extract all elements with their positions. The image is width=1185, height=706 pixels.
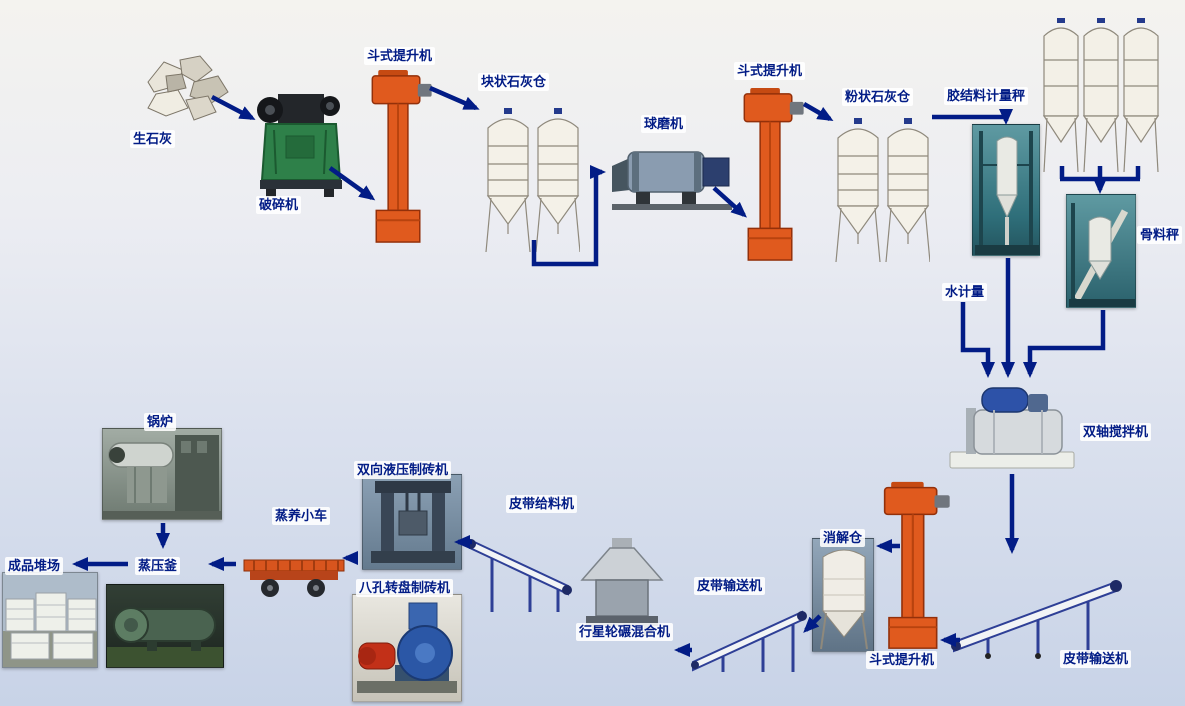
- label-twin-shaft-mixer: 双轴搅拌机: [1080, 423, 1152, 442]
- label-belt-feeder: 皮带给料机: [506, 495, 578, 514]
- planetary-mixer-illustration: [572, 536, 672, 643]
- belt-feeder-illustration: [462, 512, 577, 622]
- lump-lime-silos-illustration: [484, 106, 581, 263]
- label-bucket-elevator-3: 斗式提升机: [866, 651, 938, 670]
- label-water-meter: 水计量: [942, 283, 988, 302]
- boiler-photo: [102, 428, 222, 520]
- label-digestion-silo: 消解仓: [820, 529, 866, 548]
- label-planetary-mixer: 行星轮碾混合机: [576, 623, 674, 642]
- aggregate-scale-photo: [1066, 194, 1136, 308]
- product-yard-photo: [2, 572, 98, 668]
- rotary-brick-machine-photo: [352, 594, 462, 702]
- hydraulic-brick-machine-photo: [362, 474, 462, 570]
- bucket-elevator-3-illustration: [876, 480, 954, 657]
- belt-conveyor-mid-illustration: [688, 592, 813, 682]
- belt-conveyor-right-illustration: [948, 560, 1126, 665]
- label-crusher: 破碎机: [256, 196, 302, 215]
- label-belt-conveyor-right: 皮带输送机: [1060, 650, 1132, 669]
- label-product-yard: 成品堆场: [5, 557, 64, 576]
- label-hydraulic-brick-machine: 双向液压制砖机: [354, 461, 452, 480]
- binder-scale-photo: [972, 124, 1040, 256]
- autoclave-photo: [106, 584, 224, 668]
- digestion-silo-photo: [812, 538, 874, 652]
- label-aggregate-scale: 骨料秤: [1137, 226, 1183, 245]
- label-autoclave: 蒸压釜: [135, 557, 181, 576]
- label-belt-conveyor-mid: 皮带输送机: [694, 577, 766, 596]
- powder-lime-silos-illustration: [834, 116, 931, 273]
- label-lump-lime-silo: 块状石灰仓: [478, 73, 550, 92]
- crusher-illustration: [256, 84, 346, 204]
- label-curing-cart: 蒸养小车: [272, 507, 331, 526]
- curing-cart-illustration: [240, 544, 348, 607]
- label-bucket-elevator-2: 斗式提升机: [734, 62, 806, 81]
- bucket-elevator-1-illustration: [364, 68, 436, 251]
- bucket-elevator-2-illustration: [736, 86, 808, 269]
- label-powder-lime-silo: 粉状石灰仓: [842, 88, 914, 107]
- label-rotary-brick-machine: 八孔转盘制砖机: [356, 579, 454, 598]
- quicklime-rocks-illustration: [138, 50, 233, 130]
- label-quicklime: 生石灰: [130, 130, 176, 149]
- label-binder-scale: 胶结料计量秤: [944, 87, 1029, 106]
- label-ball-mill: 球磨机: [641, 115, 687, 134]
- ball-mill-illustration: [610, 130, 735, 217]
- label-bucket-elevator-1: 斗式提升机: [364, 47, 436, 66]
- aggregate-silos-illustration: [1042, 16, 1162, 183]
- label-boiler: 锅炉: [144, 413, 177, 432]
- twin-shaft-mixer-illustration: [948, 380, 1078, 477]
